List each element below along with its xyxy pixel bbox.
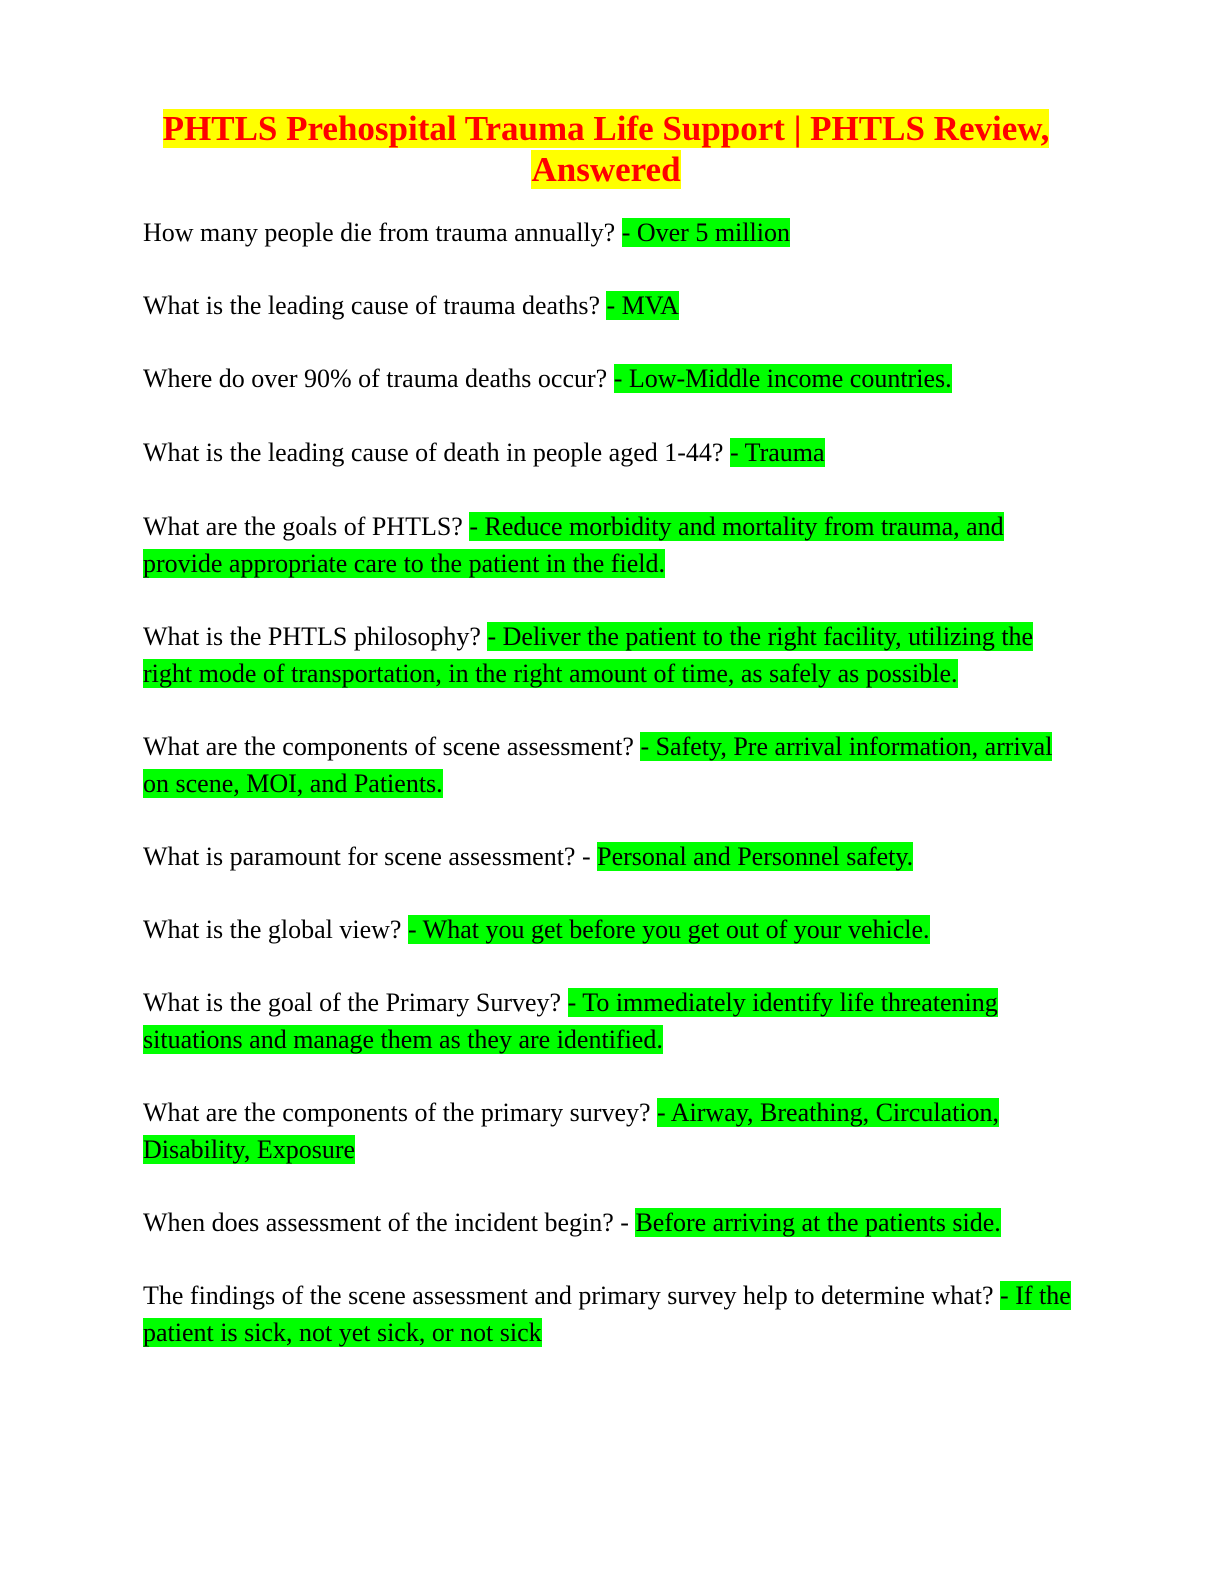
qa-item-8: What is paramount for scene assessment? … [143, 838, 1083, 875]
question-text: What is the leading cause of trauma deat… [143, 291, 607, 320]
question-text: What is the PHTLS philosophy? [143, 622, 488, 651]
title-highlight: PHTLS Prehospital Trauma Life Support | … [162, 109, 1050, 189]
qa-item-4: What is the leading cause of death in pe… [143, 434, 1083, 471]
question-text: What is the global view? [143, 915, 408, 944]
qa-item-11: What are the components of the primary s… [143, 1094, 1083, 1168]
page-title: PHTLS Prehospital Trauma Life Support | … [130, 108, 1082, 190]
separator-text: - [620, 1208, 636, 1237]
answer-text: - What you get before you get out of you… [407, 915, 930, 944]
qa-item-10: What is the goal of the Primary Survey? … [143, 984, 1083, 1058]
qa-item-6: What is the PHTLS philosophy? - Deliver … [143, 618, 1083, 692]
answer-text: - Low-Middle income countries. [613, 364, 952, 393]
question-text: What are the goals of PHTLS? [143, 512, 470, 541]
qa-item-13: The findings of the scene assessment and… [143, 1277, 1083, 1351]
qa-item-9: What is the global view? - What you get … [143, 911, 1083, 948]
question-text: What are the components of the primary s… [143, 1098, 658, 1127]
qa-item-1: How many people die from trauma annually… [143, 214, 1083, 251]
question-text: When does assessment of the incident beg… [143, 1208, 621, 1237]
qa-item-2: What is the leading cause of trauma deat… [143, 287, 1083, 324]
answer-text: - Trauma [729, 438, 825, 467]
answer-text: - Over 5 million [621, 218, 790, 247]
answer-text: Personal and Personnel safety. [597, 842, 914, 871]
answer-text: - Deliver the patient to the right facil… [143, 622, 1034, 688]
question-text: How many people die from trauma annually… [143, 218, 622, 247]
answer-text: - MVA [606, 291, 679, 320]
qa-item-3: Where do over 90% of trauma deaths occur… [143, 360, 1083, 397]
answer-text: Before arriving at the patients side. [635, 1208, 1001, 1237]
qa-item-12: When does assessment of the incident beg… [143, 1204, 1083, 1241]
qa-item-7: What are the components of scene assessm… [143, 728, 1083, 802]
separator-text: - [581, 842, 598, 871]
question-text: What is paramount for scene assessment? [143, 842, 582, 871]
question-text: Where do over 90% of trauma deaths occur… [143, 364, 614, 393]
question-text: What is the goal of the Primary Survey? [143, 988, 568, 1017]
question-text: The findings of the scene assessment and… [143, 1281, 1001, 1310]
qa-item-5: What are the goals of PHTLS? - Reduce mo… [143, 508, 1083, 582]
question-text: What are the components of scene assessm… [143, 732, 641, 761]
question-text: What is the leading cause of death in pe… [143, 438, 730, 467]
